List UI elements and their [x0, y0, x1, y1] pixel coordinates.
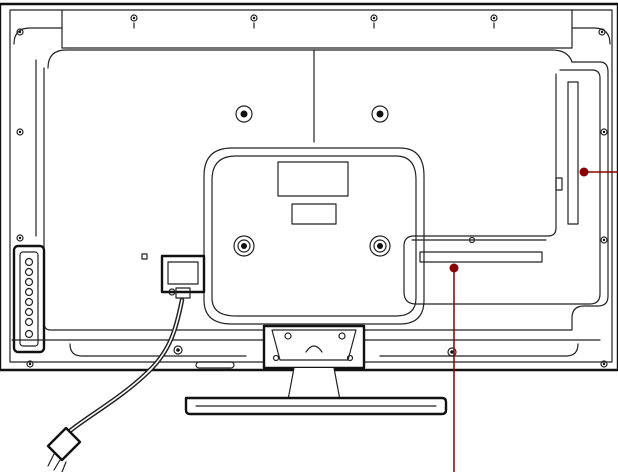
top-band-left-corner	[13, 27, 63, 45]
power-inlet	[160, 254, 206, 299]
side-control-buttons	[12, 244, 46, 354]
vesa-hole-top-right	[371, 105, 389, 123]
lower-bezel-line-left	[69, 343, 247, 357]
power-cord	[59, 297, 185, 441]
bottom-slot-screw	[468, 236, 476, 244]
bottom-screw-right	[447, 347, 457, 357]
stand-neck-bracket	[262, 324, 366, 370]
bottom-slot-opening	[419, 251, 543, 263]
stand-neck	[287, 367, 341, 401]
lower-bezel-line-right	[379, 343, 579, 357]
tv-back-outer-frame	[0, 2, 618, 372]
side-screws	[16, 28, 608, 368]
vesa-hole-top-left	[235, 105, 253, 123]
stand-mount-plate-inner	[211, 155, 417, 317]
side-slot-recess	[403, 69, 601, 305]
main-rear-panel	[43, 49, 609, 331]
top-band	[61, 9, 573, 49]
side-slot-bracket	[555, 177, 563, 191]
bottom-screw-left	[173, 345, 183, 355]
power-plug	[46, 426, 82, 472]
side-slot-opening	[567, 81, 579, 225]
indicator-square	[141, 253, 148, 260]
label-area-large	[277, 161, 349, 197]
top-screws	[130, 14, 498, 29]
vesa-hole-bottom-left	[233, 235, 255, 257]
side-slot-callout	[579, 167, 618, 177]
stand-mount-plate	[203, 147, 425, 325]
tv-back-inner-border	[9, 9, 613, 363]
label-area-small	[291, 203, 337, 225]
vesa-hole-bottom-right	[369, 235, 391, 257]
bottom-slot-callout	[449, 263, 459, 472]
bottom-vent	[195, 361, 235, 369]
